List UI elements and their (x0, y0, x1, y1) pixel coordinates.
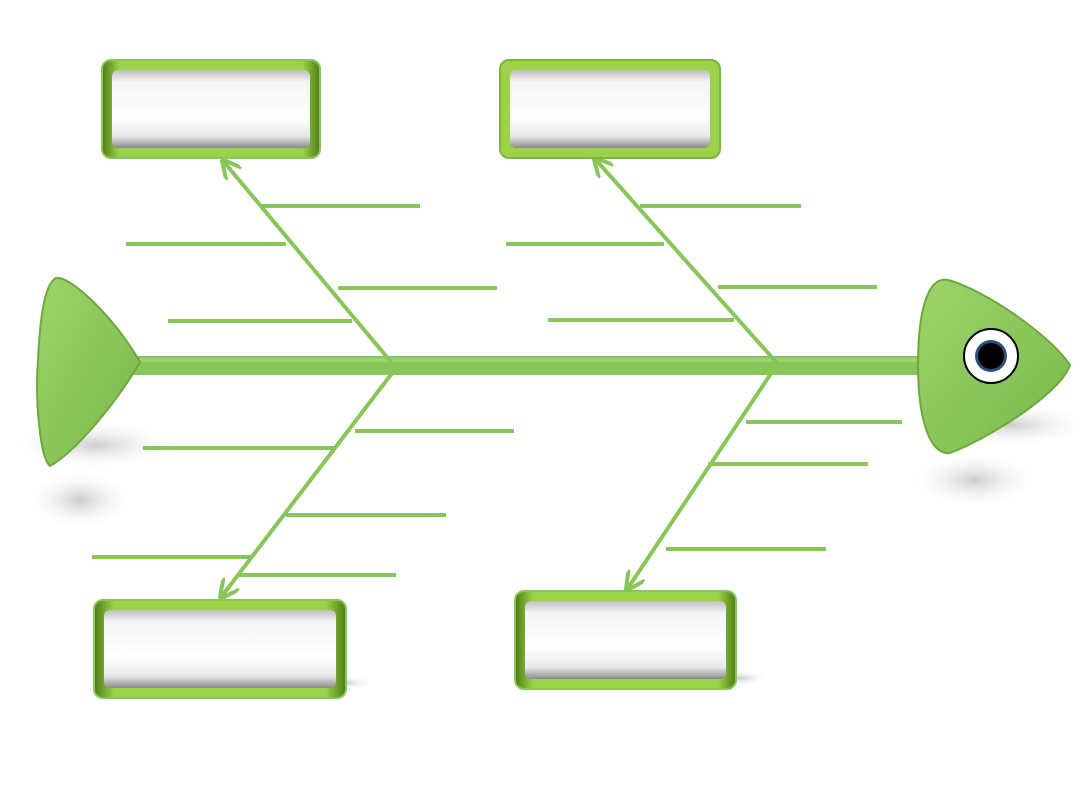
spine-highlight (125, 358, 925, 362)
bone-bottom-left (222, 366, 398, 596)
category-box-bottom-left[interactable] (93, 599, 375, 699)
fish-eye-icon (963, 328, 1019, 384)
cause-lines-bottom-left (92, 429, 514, 577)
tail-reflection (10, 420, 180, 530)
category-box-top-right[interactable] (499, 59, 721, 159)
bone-top-right (596, 160, 778, 364)
bone-top-left (224, 162, 398, 370)
fish-tail (36, 276, 142, 468)
category-box-top-left[interactable] (101, 59, 321, 159)
category-box-bottom-right[interactable] (514, 590, 768, 690)
cause-lines-top-left (126, 204, 497, 323)
cause-lines-bottom-right (666, 420, 902, 551)
bone-bottom-right (628, 364, 778, 588)
cause-lines-top-right (506, 204, 877, 322)
